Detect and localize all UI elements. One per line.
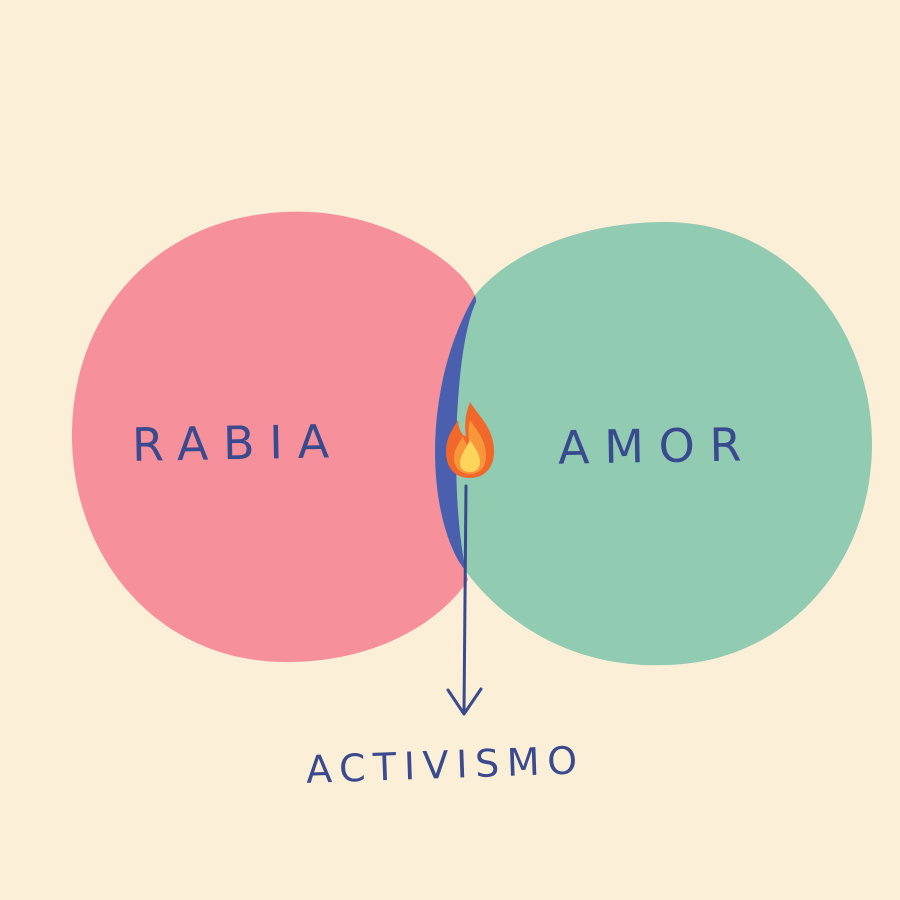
arrow-head bbox=[446, 687, 483, 716]
arrow-shaft bbox=[462, 484, 468, 714]
right-circle bbox=[435, 222, 872, 666]
result-label: ACTIVISMO bbox=[305, 738, 586, 792]
left-circle bbox=[71, 211, 477, 663]
fire-icon bbox=[446, 402, 494, 478]
right-circle-label: AMOR bbox=[557, 417, 757, 475]
left-circle-label: RABIA bbox=[131, 414, 345, 472]
